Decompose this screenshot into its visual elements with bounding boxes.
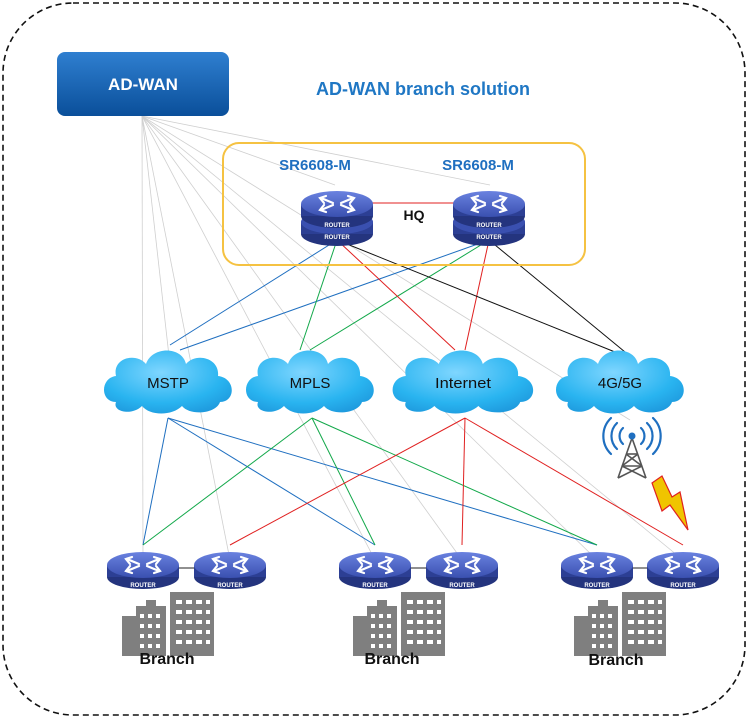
branch-label: Branch xyxy=(364,651,419,668)
hq-label: HQ xyxy=(404,207,425,223)
controller-label: AD-WAN xyxy=(108,75,178,94)
network-mpls[interactable]: MPLS xyxy=(246,350,374,414)
ad-wan-controller[interactable]: AD-WAN xyxy=(57,52,229,116)
router-badge: ROUTER xyxy=(217,583,243,589)
building-icon xyxy=(574,592,666,656)
network-label: 4G/5G xyxy=(598,375,642,392)
hq-router-1-model: SR6608-M xyxy=(279,157,351,174)
lightning-icon xyxy=(651,475,689,531)
building-icon xyxy=(122,592,214,656)
router-badge: ROUTER xyxy=(476,223,502,229)
branch-links xyxy=(142,417,684,546)
hq-router-2-model: SR6608-M xyxy=(442,157,514,174)
cell-tower-icon xyxy=(602,416,662,479)
router-icon xyxy=(299,189,375,246)
network-internet[interactable]: Internet xyxy=(392,350,534,414)
building-icon xyxy=(353,592,445,656)
router-badge: ROUTER xyxy=(130,583,156,589)
branch-site-2: ROUTER ROUTER Branch xyxy=(337,550,500,668)
network-label: MSTP xyxy=(147,375,189,392)
branch-3-router-1[interactable]: ROUTER xyxy=(559,550,635,591)
hq-router-2[interactable]: ROUTER ROUTER xyxy=(451,189,527,246)
branch-3-router-2[interactable]: ROUTER xyxy=(645,550,721,591)
network-label: MPLS xyxy=(290,375,331,392)
router-badge: ROUTER xyxy=(584,583,610,589)
router-badge: ROUTER xyxy=(449,583,475,589)
branch-label: Branch xyxy=(588,652,643,669)
branch-1-router-2[interactable]: ROUTER xyxy=(192,550,268,591)
router-icon xyxy=(451,189,527,246)
branch-1-router-1[interactable]: ROUTER xyxy=(105,550,181,591)
network-4g5g[interactable]: 4G/5G xyxy=(556,350,684,414)
branch-label: Branch xyxy=(139,651,194,668)
branch-2-router-2[interactable]: ROUTER xyxy=(424,550,500,591)
router-badge: ROUTER xyxy=(476,235,502,241)
hq-router-1[interactable]: ROUTER ROUTER xyxy=(299,189,375,246)
router-badge: ROUTER xyxy=(670,583,696,589)
router-badge: ROUTER xyxy=(324,235,350,241)
network-mstp[interactable]: MSTP xyxy=(104,350,232,414)
hq-uplinks xyxy=(169,239,626,353)
branch-site-3: ROUTER ROUTER Branch xyxy=(559,550,721,669)
diagram-title: AD-WAN branch solution xyxy=(316,79,530,99)
hq-site-box xyxy=(222,142,586,266)
branch-site-1: ROUTER ROUTER Branch xyxy=(105,550,268,668)
network-label: Internet xyxy=(435,376,492,392)
branch-2-router-1[interactable]: ROUTER xyxy=(337,550,413,591)
router-badge: ROUTER xyxy=(362,583,388,589)
router-badge: ROUTER xyxy=(324,223,350,229)
